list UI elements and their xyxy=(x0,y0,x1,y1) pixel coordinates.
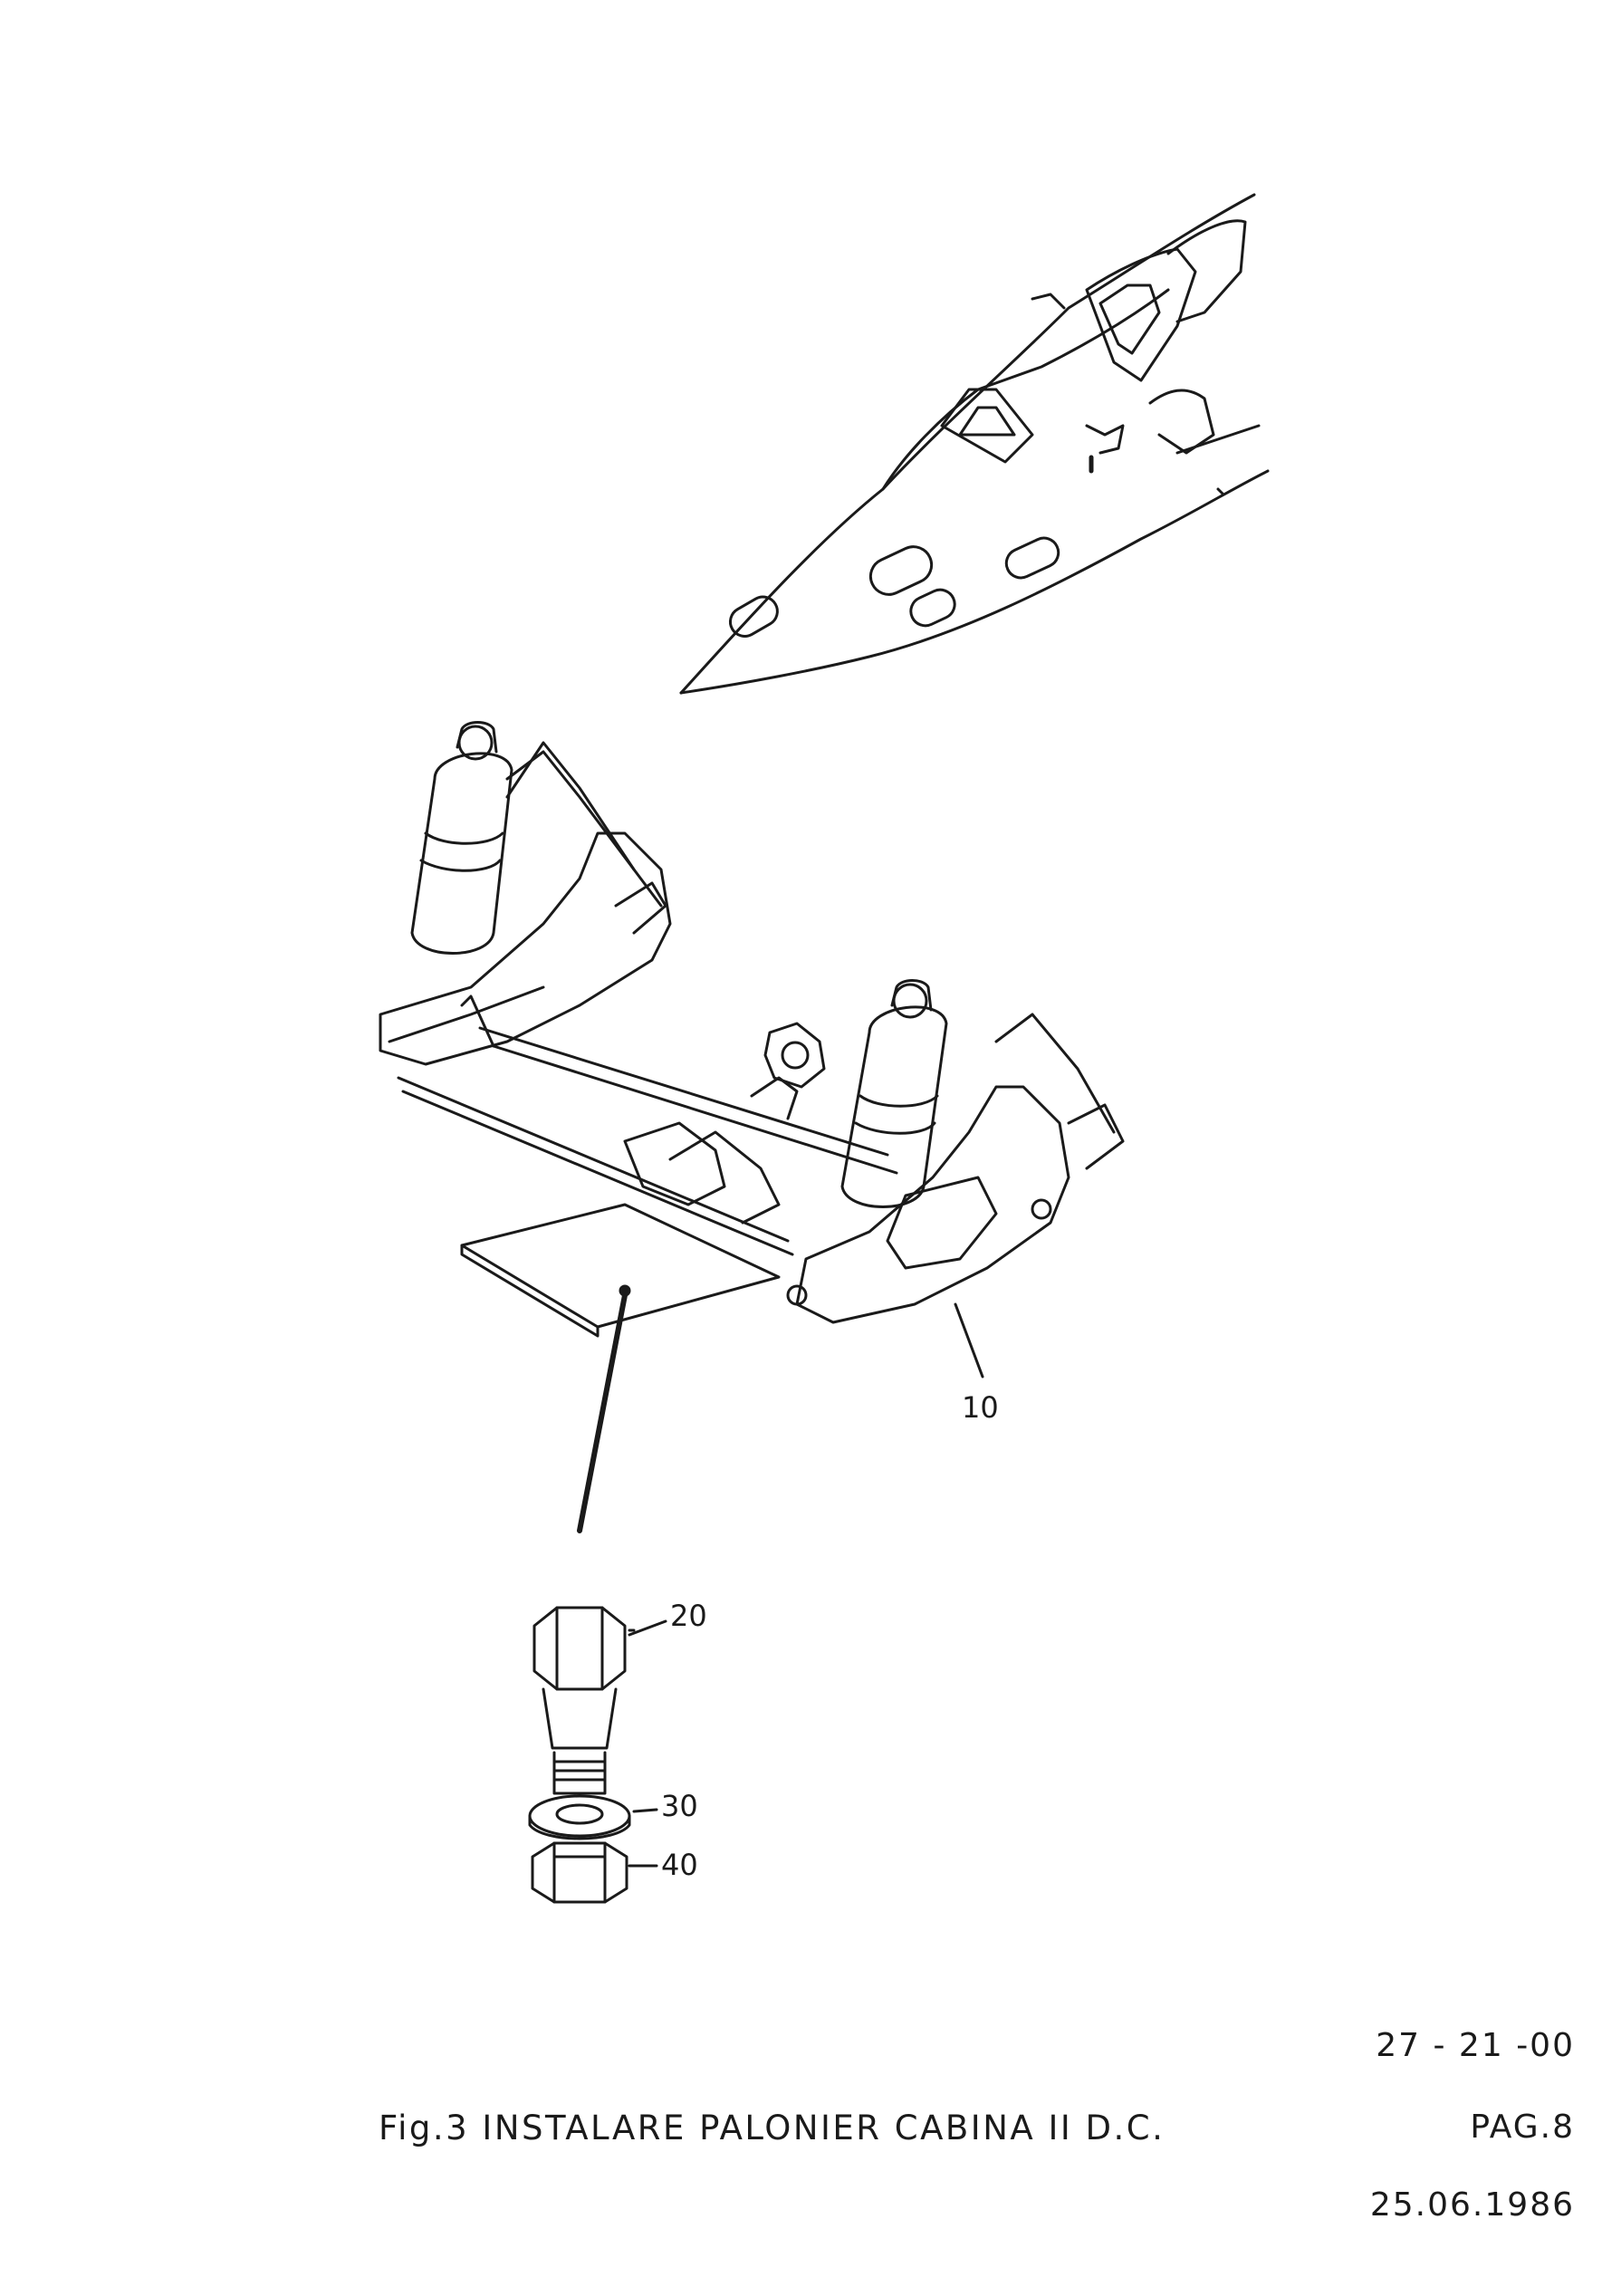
callout-40: 40 xyxy=(661,1848,698,1882)
callout-30: 30 xyxy=(661,1789,698,1823)
rudder-pedal-assembly xyxy=(379,721,1125,1533)
callout-10: 10 xyxy=(962,1390,999,1425)
callout-20: 20 xyxy=(670,1599,707,1633)
washer-item-30 xyxy=(528,1794,658,1840)
figure-caption: Fig.3 INSTALARE PALONIER CABINA II D.C. xyxy=(379,2109,1166,2147)
page-number: PAG.8 xyxy=(1470,2109,1575,2146)
bolt-item-20 xyxy=(532,1606,667,1795)
nut-item-40 xyxy=(531,1841,658,1904)
revision-date: 25.06.1986 xyxy=(1369,2186,1575,2224)
aircraft-nose-locator xyxy=(679,193,1270,695)
chapter-reference: 27 - 21 -00 xyxy=(1376,2027,1575,2064)
